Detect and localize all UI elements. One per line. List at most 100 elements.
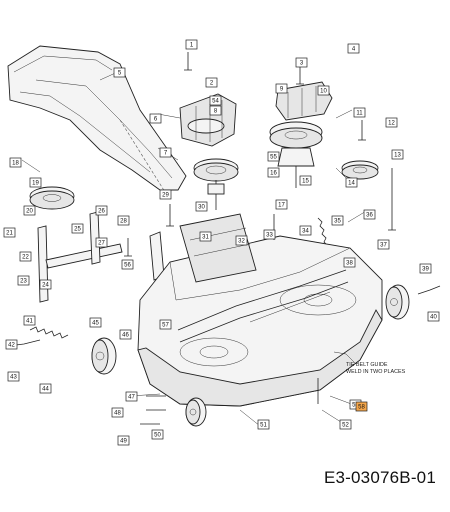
part-callout-45: 45 — [89, 317, 102, 328]
part-callout-39: 39 — [419, 263, 432, 274]
callout-number: 32 — [238, 239, 245, 245]
part-callout-47: 47 — [125, 391, 138, 402]
callout-box — [159, 319, 172, 330]
part-callout-1: 1 — [185, 39, 198, 50]
callout-box — [347, 43, 360, 54]
part-callout-44: 44 — [39, 383, 52, 394]
callout-box — [275, 199, 288, 210]
callout-box — [29, 177, 42, 188]
callout-number: 42 — [8, 343, 15, 349]
callout-box — [3, 227, 16, 238]
callout-number: 13 — [394, 153, 401, 159]
part-callout-42: 42 — [5, 339, 18, 350]
callout-number: 4 — [352, 47, 356, 53]
callout-number: 1 — [190, 43, 194, 49]
callout-box — [353, 107, 366, 118]
callout-number: 34 — [302, 229, 309, 235]
part-callout-29: 29 — [159, 189, 172, 200]
part-callout-2: 2 — [205, 77, 218, 88]
callout-box — [343, 257, 356, 268]
part-callout-41: 41 — [23, 315, 36, 326]
part-callout-12: 12 — [385, 117, 398, 128]
part-callout-11: 11 — [353, 107, 366, 118]
callout-number: 11 — [356, 111, 363, 117]
callout-box — [345, 177, 358, 188]
front-right-wheel — [185, 397, 207, 427]
callout-box — [195, 201, 208, 212]
callout-number: 25 — [74, 227, 81, 233]
center-pulley — [193, 158, 239, 210]
callout-number: 48 — [114, 411, 121, 417]
callout-number: 28 — [120, 219, 127, 225]
callout-box — [339, 419, 352, 430]
callout-number: 57 — [162, 323, 169, 329]
part-callout-33: 33 — [263, 229, 276, 240]
part-callout-27: 27 — [95, 237, 108, 248]
callout-number: 36 — [366, 213, 373, 219]
callout-number: 51 — [260, 423, 267, 429]
part-callout-38: 38 — [343, 257, 356, 268]
idler-pulley-right — [341, 160, 379, 180]
part-callout-21: 21 — [3, 227, 16, 238]
part-callout-20: 20 — [23, 205, 36, 216]
callout-number: 23 — [20, 279, 27, 285]
callout-box — [267, 151, 280, 162]
part-callout-24: 24 — [39, 279, 52, 290]
callout-box — [71, 223, 84, 234]
callout-number: 31 — [202, 235, 209, 241]
callout-box — [125, 391, 138, 402]
right-spindle-pulley — [269, 121, 323, 188]
callout-box — [263, 229, 276, 240]
hanger-linkage — [37, 211, 165, 303]
part-callout-13: 13 — [391, 149, 404, 160]
callout-number: 40 — [430, 315, 437, 321]
callout-box — [17, 275, 30, 286]
left-spindle-pulley — [29, 186, 75, 210]
callout-number: 6 — [154, 117, 158, 123]
part-callout-14: 14 — [345, 177, 358, 188]
callout-number: 52 — [342, 423, 349, 429]
front-left-wheel — [91, 337, 117, 375]
callout-box — [299, 225, 312, 236]
callout-box — [209, 105, 222, 116]
callout-number: 54 — [212, 99, 219, 105]
callout-box — [355, 401, 368, 412]
callout-number: 2 — [210, 81, 214, 87]
callout-box — [23, 205, 36, 216]
callout-number: 14 — [348, 181, 355, 187]
part-callout-55: 55 — [267, 151, 280, 162]
callout-box — [121, 259, 134, 270]
callout-number: 55 — [270, 155, 277, 161]
part-callout-9: 9 — [275, 83, 288, 94]
part-callout-52: 52 — [339, 419, 352, 430]
callout-number: 30 — [198, 205, 205, 211]
callout-box — [385, 117, 398, 128]
callout-box — [149, 113, 162, 124]
deck-spring — [29, 326, 69, 339]
callout-number: 10 — [320, 89, 327, 95]
callout-box — [39, 279, 52, 290]
callout-box — [317, 85, 330, 96]
callout-number: 20 — [26, 209, 33, 215]
callout-box — [205, 77, 218, 88]
callout-box — [95, 237, 108, 248]
part-callout-54: 54 — [209, 95, 222, 106]
callout-box — [267, 167, 280, 178]
part-callout-19: 19 — [29, 177, 42, 188]
part-callout-51: 51 — [257, 419, 270, 430]
callout-number: 35 — [334, 219, 341, 225]
part-callout-50: 50 — [151, 429, 164, 440]
callout-box — [9, 157, 22, 168]
part-callout-7: 7 — [159, 147, 172, 158]
callout-box — [331, 215, 344, 226]
part-callout-25: 25 — [71, 223, 84, 234]
belt-cover — [7, 45, 187, 201]
callout-number: 8 — [214, 109, 218, 115]
callout-number: 38 — [346, 261, 353, 267]
callout-box — [117, 215, 130, 226]
part-callout-15: 15 — [299, 175, 312, 186]
callout-number: 27 — [98, 241, 105, 247]
callout-number: 21 — [6, 231, 13, 237]
callout-number: 16 — [270, 171, 277, 177]
